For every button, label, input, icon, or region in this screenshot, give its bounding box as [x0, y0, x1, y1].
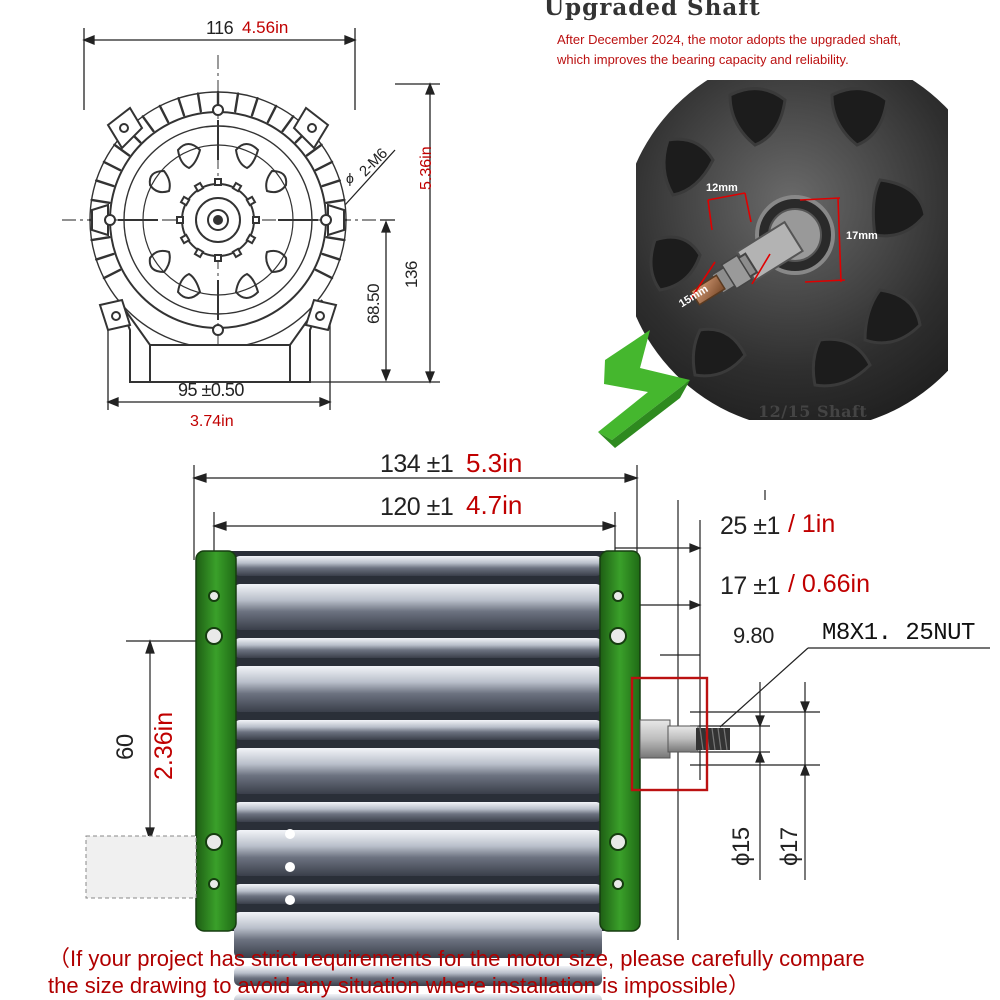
shaft-dim-12: 12mm	[706, 182, 738, 194]
nut-length: 9.80	[733, 623, 774, 648]
footer-line1: （If your project has strict requirements…	[48, 946, 865, 971]
length-body-in: 4.7in	[466, 490, 523, 520]
front-width-mm: 116	[206, 18, 234, 38]
upgrade-title: Upgraded Shaft	[544, 0, 761, 21]
shaft-dim-17: 17mm	[846, 230, 878, 242]
length-body-mm: 120 ±1	[380, 493, 454, 521]
diameter-icon: ϕ	[346, 170, 354, 186]
arrow-icon	[598, 330, 690, 448]
shoulder-length-in: / 0.66in	[788, 570, 871, 598]
mount-spacing-in: 2.36in	[150, 711, 178, 780]
shaft-caption: 12/15 Shaft	[758, 402, 868, 421]
upgrade-note-line1: After December 2024, the motor adopts th…	[557, 32, 901, 47]
shaft-length-in: / 1in	[788, 510, 836, 538]
mount-spacing-mm: 60	[112, 734, 139, 760]
front-width-in: 4.56in	[242, 18, 289, 37]
footer-note: （If your project has strict requirements…	[48, 945, 988, 999]
length-total-in: 5.3in	[466, 448, 523, 478]
length-total-mm: 134 ±1	[380, 450, 454, 478]
shoulder-length-mm: 17 ±1	[720, 572, 780, 600]
shaft-diameter-17: ϕ17	[776, 827, 803, 866]
upgrade-note-line2: which improves the bearing capacity and …	[557, 52, 849, 67]
sprocket-icon	[181, 183, 255, 257]
shaft-length-mm: 25 ±1	[720, 512, 780, 540]
nut-label: M8X1. 25NUT	[822, 620, 975, 647]
shaft-diameter-15: ϕ15	[728, 827, 755, 866]
base-width-mm: 95 ±0.50	[178, 380, 244, 400]
footer-line2: the size drawing to avoid any situation …	[48, 973, 750, 998]
base-width-in: 3.74in	[190, 413, 234, 430]
